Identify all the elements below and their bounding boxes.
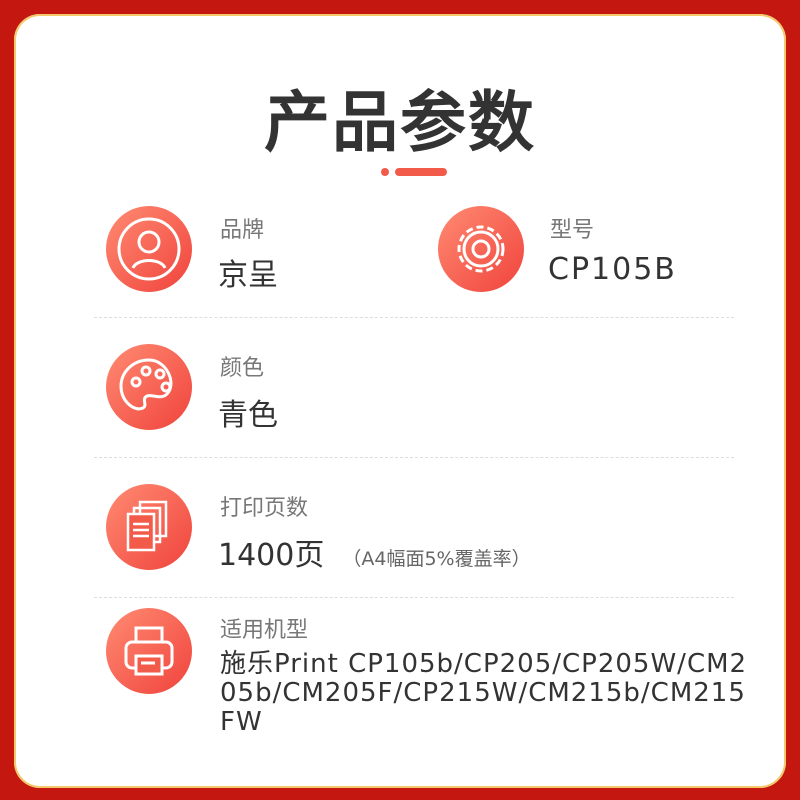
page-title: 产品参数 bbox=[264, 84, 536, 161]
pages-label: 打印页数 bbox=[220, 496, 309, 521]
separator bbox=[94, 457, 734, 458]
color-value: 青色 bbox=[218, 398, 278, 433]
palette-icon bbox=[106, 344, 192, 430]
compat-value: 施乐Print CP105b/CP205/CP205W/CM205b/CM205… bbox=[220, 649, 748, 737]
brand-label: 品牌 bbox=[220, 218, 265, 243]
color-label: 颜色 bbox=[220, 356, 265, 381]
separator bbox=[94, 597, 734, 598]
divider-dot bbox=[381, 168, 389, 176]
model-value: CP105B bbox=[548, 252, 677, 287]
divider-bar bbox=[395, 168, 447, 176]
card: 产品参数 品牌 京呈 型号 CP105B 颜色 青色 打印页数 1400页 （A4… bbox=[14, 14, 786, 788]
brand-value: 京呈 bbox=[218, 258, 278, 293]
model-label: 型号 bbox=[550, 218, 595, 243]
pages-icon bbox=[106, 484, 192, 570]
pages-value-row: 1400页 （A4幅面5%覆盖率） bbox=[218, 530, 531, 574]
compat-label: 适用机型 bbox=[220, 618, 309, 643]
pages-value: 1400页 bbox=[218, 538, 325, 573]
gear-icon bbox=[438, 206, 524, 292]
separator bbox=[94, 317, 734, 318]
user-icon bbox=[106, 206, 192, 292]
printer-icon bbox=[106, 608, 192, 694]
pages-note: （A4幅面5%覆盖率） bbox=[342, 548, 531, 570]
